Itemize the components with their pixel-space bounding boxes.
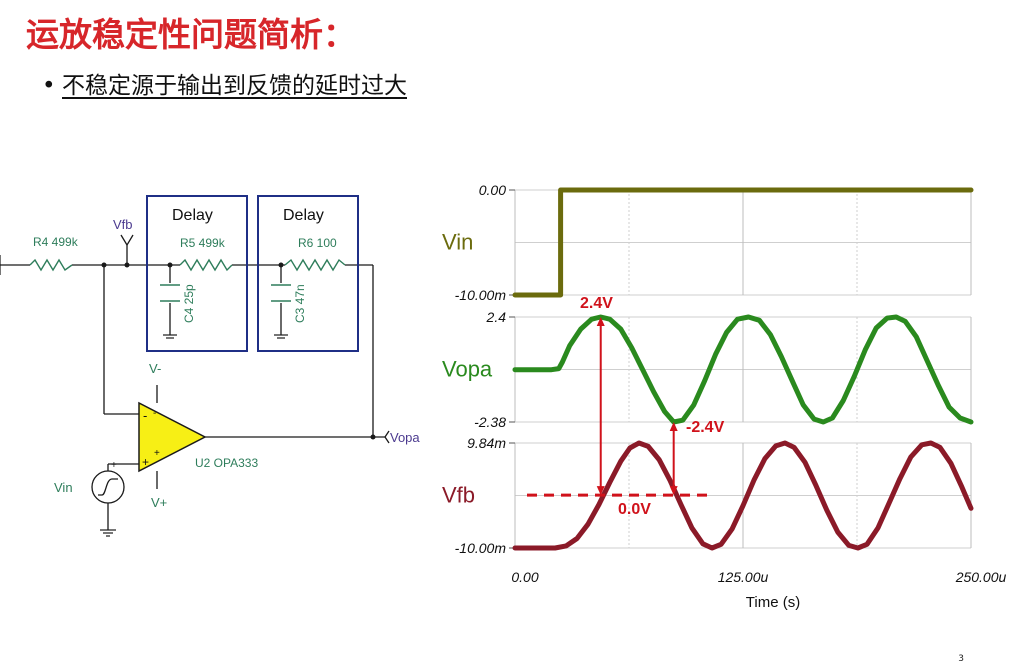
delay-box-2 xyxy=(257,195,359,352)
y-tick-label: 0.00 xyxy=(479,182,506,198)
r5-resistor xyxy=(179,258,233,272)
peak-arrow-head-down xyxy=(596,486,605,496)
page-number: 3 xyxy=(958,654,964,664)
bullet-text: 不稳定源于输出到反馈的延时过大 xyxy=(62,73,407,99)
x-tick-label: 0.00 xyxy=(511,569,538,585)
c3-capacitor xyxy=(271,284,291,302)
junction-dots xyxy=(101,262,376,440)
series-line-vfb xyxy=(512,440,974,551)
series-name-vopa: Vopa xyxy=(442,357,493,382)
vin-label: Vin xyxy=(54,480,73,495)
vopa-terminal-icon xyxy=(384,430,390,444)
opamp-plus-sign: + xyxy=(142,455,149,469)
vminus-label: V- xyxy=(149,361,161,376)
r6-label: R6 100 xyxy=(298,236,337,250)
wires xyxy=(0,245,385,530)
peak-arrow-head-up xyxy=(596,317,605,326)
c3-label: C3 47n xyxy=(293,284,307,323)
opamp-label: U2 OPA333 xyxy=(195,456,258,470)
y-tick-label: 2.4 xyxy=(486,309,507,325)
slide-title: 运放稳定性问题简析： xyxy=(26,15,356,54)
y-tick-label: -10.00m xyxy=(455,540,507,556)
r4-resistor xyxy=(29,258,73,272)
vplus-label: V+ xyxy=(151,495,167,510)
x-axis-label: Time (s) xyxy=(746,594,800,611)
r6-resistor xyxy=(284,258,346,272)
c4-label: C4 25p xyxy=(182,284,196,323)
delay-label-2: Delay xyxy=(283,207,324,224)
series-name-vin: Vin xyxy=(442,230,473,255)
trough-arrow-head-up xyxy=(669,422,678,431)
series-line-vopa xyxy=(512,314,974,425)
r4-label: R4 499k xyxy=(33,235,79,249)
step-waveform-icon xyxy=(98,478,118,496)
delay-label-1: Delay xyxy=(172,207,213,224)
opamp-triangle xyxy=(138,401,207,473)
bullet-item: •不稳定源于输出到反馈的延时过大 xyxy=(42,66,407,100)
series-name-vfb: Vfb xyxy=(442,483,475,508)
vfb-probe-icon xyxy=(120,234,134,247)
y-tick-label: 9.84m xyxy=(467,435,506,451)
trough-arrow-head-down xyxy=(669,486,678,496)
ground-symbols xyxy=(0,255,288,537)
circuit-schematic: Delay Delay Vfb R4 499k R5 499k R6 100 C… xyxy=(0,195,420,537)
opamp-minus-sign: - xyxy=(143,408,147,423)
annotation-zero: 0.0V xyxy=(618,501,651,518)
bullet-dot-icon: • xyxy=(42,73,56,99)
y-tick-label: -2.38 xyxy=(474,414,506,430)
annotation-peak: 2.4V xyxy=(580,295,613,312)
series-line-vin xyxy=(512,187,974,298)
delay-box-1 xyxy=(146,195,248,352)
x-tick-label: 250.00u xyxy=(955,569,1007,585)
c4-capacitor xyxy=(160,284,180,302)
opamp-supply-plus-sign: + xyxy=(154,448,160,459)
waveform-plot: 0.00-10.00mVin2.4-2.38Vopa9.84m-10.00mVf… xyxy=(442,182,1007,611)
vin-source-plus: + xyxy=(111,460,117,471)
x-tick-label: 125.00u xyxy=(718,569,769,585)
y-tick-label: -10.00m xyxy=(455,287,507,303)
annotation-trough: -2.4V xyxy=(686,419,725,436)
vopa-label: Vopa xyxy=(390,430,420,445)
r5-label: R5 499k xyxy=(180,236,226,250)
vfb-label: Vfb xyxy=(113,217,133,232)
vin-source-icon xyxy=(91,470,125,504)
opamp-supply-minus-sign: - xyxy=(153,408,156,419)
